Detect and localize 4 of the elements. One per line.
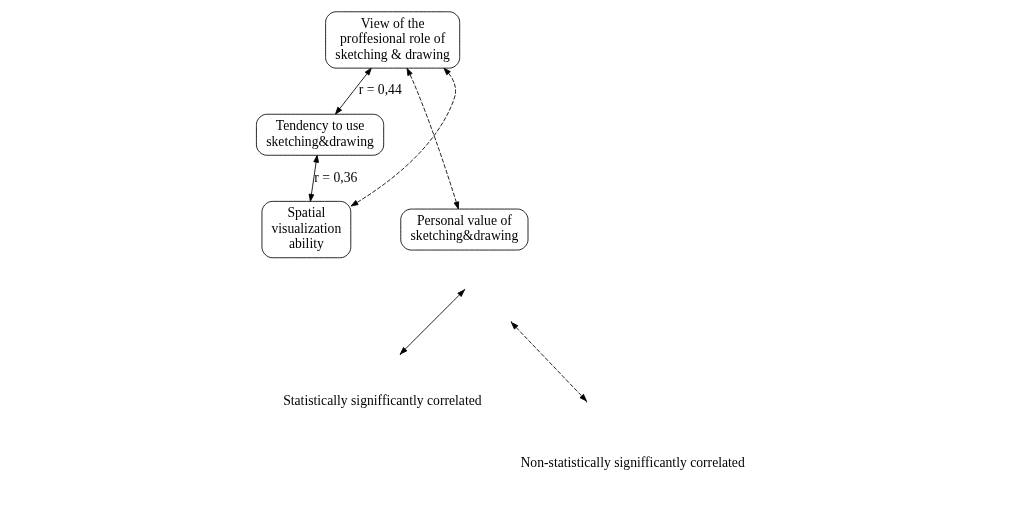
legend-label: Statistically signifficantly correlated [283,393,482,409]
edge-label: r = 0,36 [314,169,358,185]
legend-label: Non-statistically signifficantly correlated [520,455,745,471]
edge-label: r = 0,44 [358,82,402,98]
